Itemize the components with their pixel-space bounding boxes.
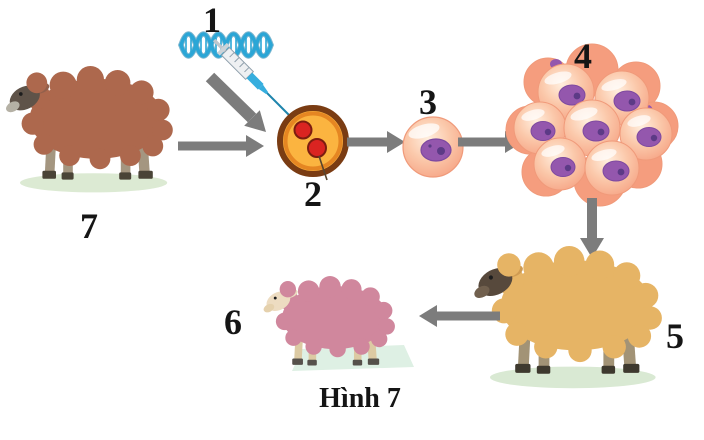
arrow-embryo-to-surrogate [580,198,604,258]
label-pointer-line [318,155,328,181]
arrow-donor-to-egg [178,135,264,157]
arrow-dna-to-egg [205,72,266,132]
label-zygote: 3 [419,82,437,122]
surrogate-sheep-illustration [472,246,662,389]
zygote-cell-illustration [402,116,464,178]
label-egg: 2 [304,174,322,214]
label-surrogate: 5 [666,316,684,356]
label-donor: 7 [80,206,98,246]
embryo-cell [533,137,587,191]
embryo-cell [563,99,621,157]
egg-nucleus-dot [307,138,327,158]
embryo-cell [619,107,673,161]
egg-cell-illustration [277,105,349,181]
donor-sheep-illustration [4,66,173,193]
syringe-icon [212,38,293,119]
arrow-egg-to-cell [347,131,405,153]
embryo-illustration [505,43,679,207]
label-dna: 1 [203,0,221,40]
egg-nucleus-dot [293,120,313,140]
arrow-surrogate-to-lamb [419,305,500,327]
label-lamb: 6 [224,302,242,342]
label-embryo: 4 [574,36,592,76]
cloned-lamb-illustration [262,276,395,376]
figure-caption: Hình 7 [319,383,401,414]
embryo-cell [584,140,640,196]
